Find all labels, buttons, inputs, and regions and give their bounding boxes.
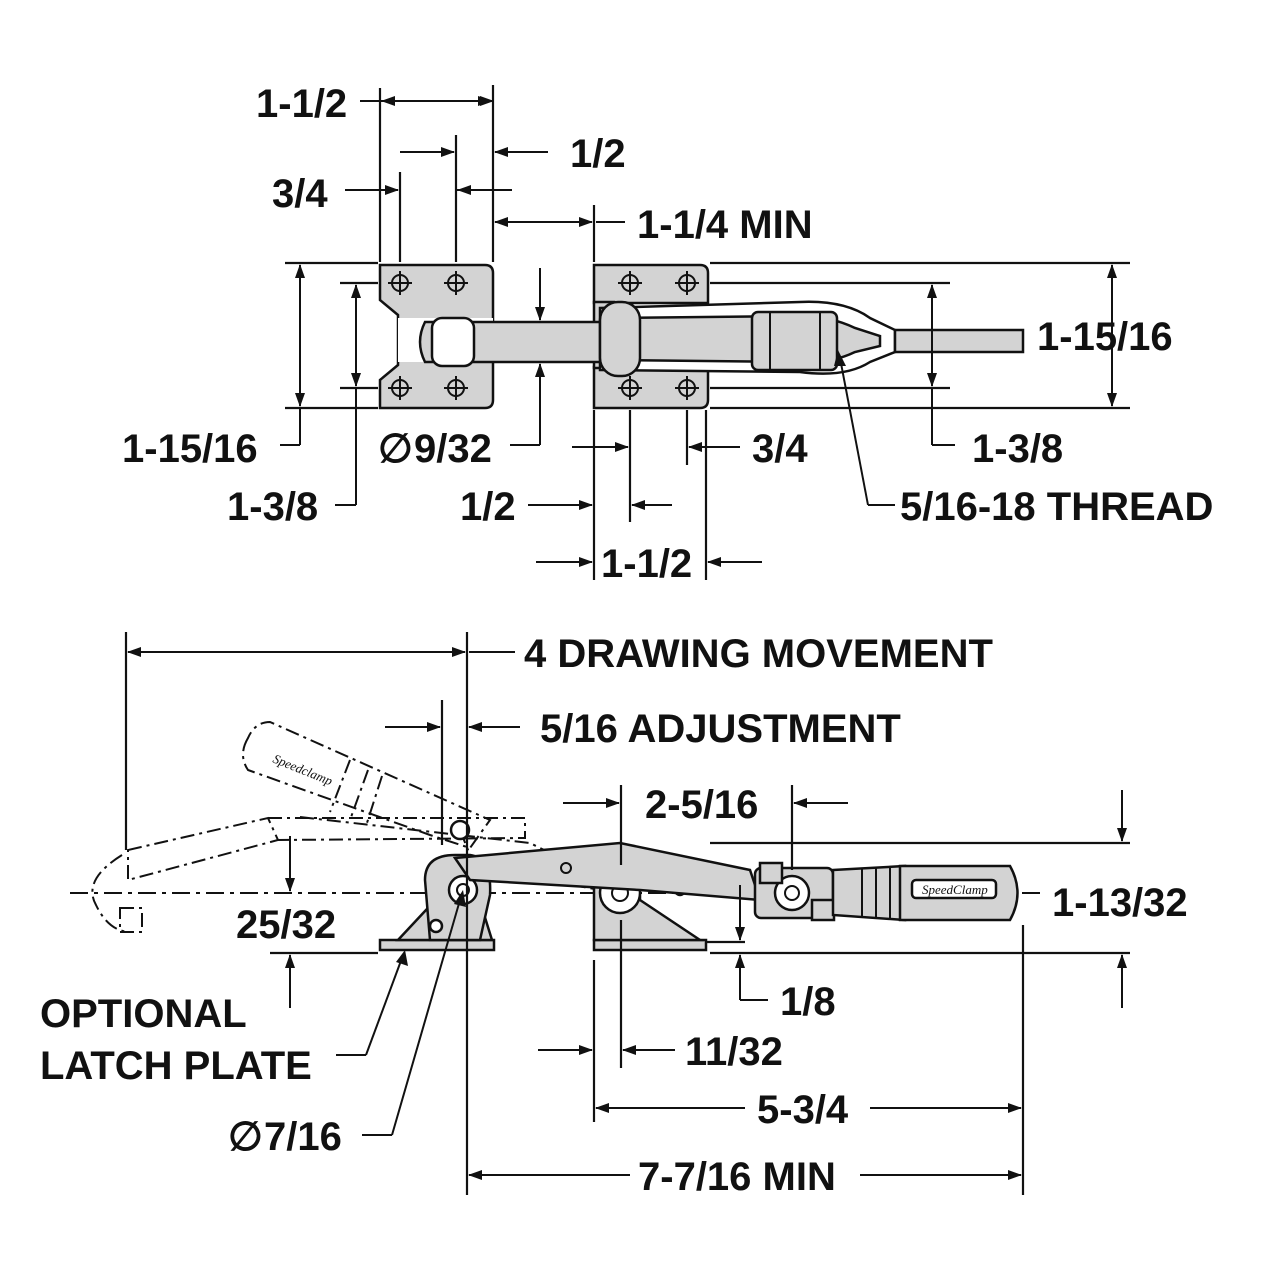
- dim-hole-spacing: 3/4: [272, 172, 328, 216]
- side-view: Speedclamp: [40, 632, 1188, 1199]
- adjustment-nut: [750, 310, 839, 372]
- dim-hole-spacing-lower: 3/4: [752, 427, 808, 471]
- dim-height-right: 1-15/16: [1037, 315, 1173, 359]
- dim-gap-min: 1-1/4 MIN: [637, 203, 813, 247]
- adjustment-assembly-side: [753, 861, 836, 922]
- diameter-symbol-top: ∅: [378, 427, 413, 471]
- dim-base-width-lower: 1-1/2: [601, 542, 692, 586]
- dim-pin-dia: 7/16: [264, 1115, 342, 1159]
- dim-hook-height: 25/32: [236, 903, 336, 947]
- dim-thread: 5/16-18 THREAD: [900, 485, 1213, 529]
- mount-holes-base: [618, 271, 699, 400]
- dim-base-thickness: 1/8: [780, 980, 836, 1024]
- dim-overall-min: 7-7/16 MIN: [638, 1155, 836, 1199]
- top-view: 1-1/2 3/4 1/2 1-1/4 MIN 1-15/16 1-15/16 …: [122, 82, 1213, 586]
- handle-open-position: [91, 720, 601, 933]
- dim-pin-offset: 11/32: [685, 1030, 783, 1074]
- svg-text:SpeedClamp: SpeedClamp: [922, 882, 988, 897]
- dim-adjustment: 5/16 ADJUSTMENT: [540, 707, 901, 751]
- dim-height-left: 1-15/16: [122, 427, 258, 471]
- latch-plate-side: [378, 819, 496, 952]
- mount-holes-latch: [388, 271, 468, 400]
- dim-handle-height: 1-13/32: [1052, 881, 1188, 925]
- latch-plate-label-line2: LATCH PLATE: [40, 1044, 312, 1088]
- dim-pivot-offset: 2-5/16: [645, 783, 758, 827]
- dim-inner-left: 1-3/8: [227, 485, 318, 529]
- latch-plate-label-line1: OPTIONAL: [40, 992, 247, 1036]
- diameter-symbol-side: ∅: [228, 1115, 263, 1159]
- dim-hole-dia: 9/32: [414, 427, 492, 471]
- dim-body-length: 5-3/4: [757, 1088, 849, 1132]
- clamp-body-side: [452, 841, 762, 952]
- dim-hole-edge: 1/2: [570, 132, 626, 176]
- dim-drawing-movement: 4 DRAWING MOVEMENT: [524, 632, 993, 676]
- threaded-end: [893, 328, 1025, 354]
- dim-edge-lower: 1/2: [460, 485, 516, 529]
- svg-text:Speedclamp: Speedclamp: [271, 751, 335, 789]
- dim-base-width: 1-1/2: [256, 82, 347, 126]
- dim-inner-right: 1-3/8: [972, 427, 1063, 471]
- handle-closed: SpeedClamp: [831, 864, 1019, 922]
